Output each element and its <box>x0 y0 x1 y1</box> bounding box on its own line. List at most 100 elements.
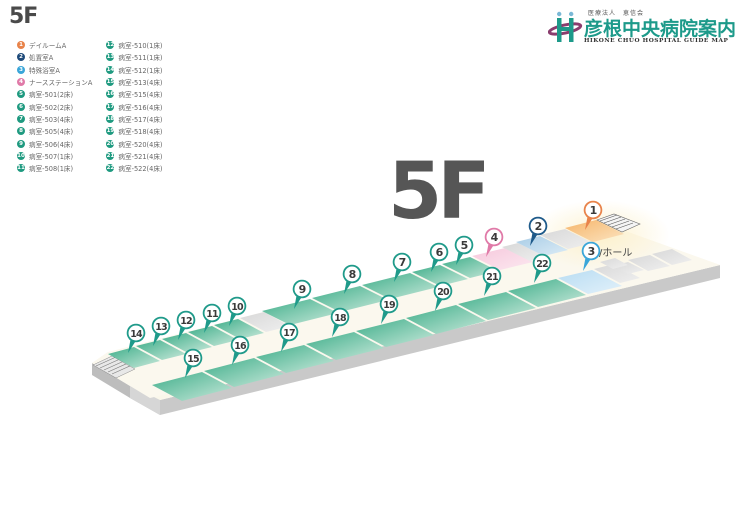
room-marker-number: 15 <box>187 354 199 365</box>
room-marker-pin[interactable]: 18 <box>330 307 350 337</box>
room-marker-number: 5 <box>461 239 468 252</box>
room-marker-pin[interactable]: 21 <box>482 266 502 296</box>
room-marker-pin[interactable]: 7 <box>392 252 412 282</box>
room-marker-pin[interactable]: 8 <box>342 264 362 294</box>
room-20 <box>406 305 486 334</box>
room-marker-pin[interactable]: 2 <box>528 216 548 246</box>
room-marker-number: 20 <box>437 287 450 298</box>
legend-label: 病室-506(4床) <box>29 140 74 149</box>
room-marker-pin[interactable]: 5 <box>454 235 474 265</box>
legend-number-badge: 16 <box>106 90 115 99</box>
legend-number-badge: 17 <box>106 102 115 111</box>
logo-subtitle: HIKONE CHUO HOSPITAL GUIDE MAP <box>584 38 729 44</box>
hospital-logo-icon <box>548 11 583 42</box>
room-marker-number: 2 <box>535 220 542 233</box>
legend-number-badge: 1 <box>17 41 25 50</box>
legend-number-badge: 6 <box>17 102 25 111</box>
legend-item: 4 ナースステーションA <box>17 76 92 88</box>
room-marker-number: 6 <box>436 246 444 259</box>
room-marker-number: 13 <box>155 322 167 333</box>
room-marker-pin[interactable]: 11 <box>202 303 222 333</box>
room-marker-pin[interactable]: 20 <box>433 281 453 311</box>
room-marker-pin[interactable]: 13 <box>151 316 171 346</box>
legend-label: 病室-516(4床) <box>118 103 163 112</box>
room-marker-number: 10 <box>231 302 244 313</box>
room-22 <box>508 279 586 307</box>
legend-number-badge: 15 <box>106 78 115 87</box>
legend-number-badge: 13 <box>106 53 115 62</box>
room-marker-pin[interactable]: 19 <box>379 294 399 324</box>
room-15 <box>152 372 232 401</box>
legend-label: 病室-512(1床) <box>118 66 163 75</box>
big-floor-title: 5F <box>388 147 491 237</box>
room-marker-number: 11 <box>206 309 218 320</box>
room-18 <box>306 332 384 360</box>
room-13 <box>136 340 186 360</box>
room-marker-pin[interactable]: 14 <box>126 323 146 353</box>
room-marker-number: 14 <box>130 329 143 340</box>
room-marker-pin[interactable]: 1 <box>583 200 603 230</box>
room-marker-pin[interactable]: 12 <box>176 310 196 340</box>
room-marker-number: 18 <box>334 313 347 324</box>
floor-slab <box>92 200 720 415</box>
room-marker-number: 16 <box>234 341 247 352</box>
room-2-treatment <box>516 236 568 256</box>
room-7 <box>362 273 438 299</box>
legend-label: 病室-502(2床) <box>29 103 74 112</box>
room-marker-pin[interactable]: 4 <box>484 227 504 257</box>
room-16 <box>204 358 284 387</box>
legend-label: 処置室A <box>29 54 54 63</box>
room-marker-pin[interactable]: 17 <box>279 322 299 352</box>
legend-number-badge: 8 <box>17 127 25 136</box>
legend-label: 病室-520(4床) <box>118 140 163 149</box>
legend-label: 病室-511(1床) <box>118 54 163 63</box>
room-marker-pin[interactable]: 22 <box>532 253 552 283</box>
legend-label: 特殊浴室A <box>29 66 60 75</box>
room-marker-number: 1 <box>590 204 597 217</box>
legend-number-badge: 3 <box>17 65 25 74</box>
room-9 <box>262 299 338 325</box>
legend-label: 病室-521(4床) <box>118 152 163 161</box>
room-11 <box>188 326 238 346</box>
legend-number-badge: 9 <box>17 139 25 148</box>
room-marker-number: 3 <box>588 245 595 258</box>
room-gray-c <box>594 264 640 283</box>
legend-number-badge: 21 <box>106 151 115 160</box>
legend-item: 9 病室-506(4床) <box>17 137 92 149</box>
room-gray-a <box>502 243 546 261</box>
room-marker-number: 21 <box>486 272 498 283</box>
rooms-top-row <box>108 220 624 368</box>
legend-number-badge: 12 <box>106 41 115 50</box>
room-marker-pin[interactable]: 3 <box>581 241 601 271</box>
legend-label: 病室-507(1床) <box>29 152 74 161</box>
room-marker-pin[interactable]: 6 <box>429 242 449 272</box>
logo-org-name: 医療法人 恵信会 <box>588 10 645 17</box>
room-6 <box>412 265 468 286</box>
legend-number-badge: 14 <box>106 65 115 74</box>
legend-label: 病室-510(1床) <box>118 42 163 51</box>
legend-number-badge: 4 <box>17 78 25 87</box>
legend-label: ナースステーションA <box>29 79 93 88</box>
room-14 <box>108 347 160 368</box>
room-marker-number: 4 <box>491 231 499 244</box>
room-17 <box>256 345 334 373</box>
room-marker-pin[interactable]: 16 <box>230 335 250 365</box>
room-marker-pin[interactable]: 9 <box>292 279 312 309</box>
room-marker-pin[interactable]: 15 <box>183 348 203 378</box>
room-marker-pin[interactable]: 10 <box>227 296 247 326</box>
legend-number-badge: 20 <box>106 139 115 148</box>
